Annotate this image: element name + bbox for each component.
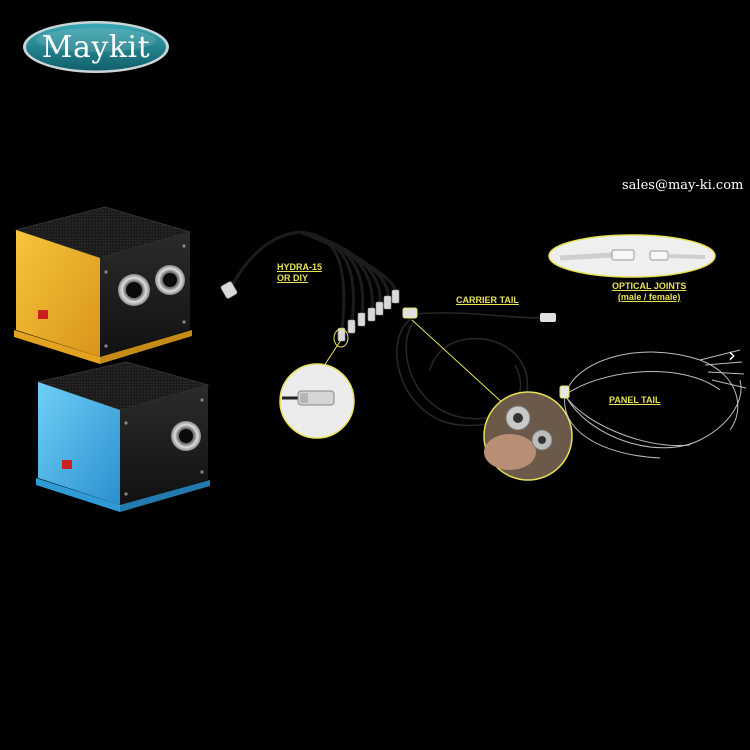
contact-email: sales@may-ki.com	[622, 178, 744, 193]
optical-joints-label: OPTICAL JOINTS (male / female)	[612, 281, 686, 303]
hydra-label-line2: OR DIY	[277, 273, 309, 283]
brand-logo[interactable]: Maykit	[22, 20, 170, 74]
logo-badge	[23, 21, 169, 73]
joint-zoom	[411, 319, 573, 481]
hydra-harness	[230, 230, 398, 331]
panel-tail-label: PANEL TAIL	[609, 395, 661, 405]
panel-tail	[564, 349, 747, 459]
blue-light-engine	[36, 361, 210, 512]
connector-zoom	[279, 328, 355, 439]
hydra-label: HYDRA-15 OR DIY	[277, 262, 322, 284]
hydra-connectors	[220, 281, 400, 342]
optical-joints-zoom	[548, 234, 716, 278]
chevron-right-icon[interactable]: ›	[728, 343, 736, 367]
carrier-tail-label: CARRIER TAIL	[456, 295, 519, 305]
optical-joints-label-line2: (male / female)	[617, 292, 681, 302]
brand-logo-text: Maykit	[41, 29, 151, 65]
gold-light-engine	[14, 206, 192, 364]
optical-joints-label-line1: OPTICAL JOINTS	[612, 281, 687, 291]
hydra-label-line1: HYDRA-15	[277, 262, 323, 272]
